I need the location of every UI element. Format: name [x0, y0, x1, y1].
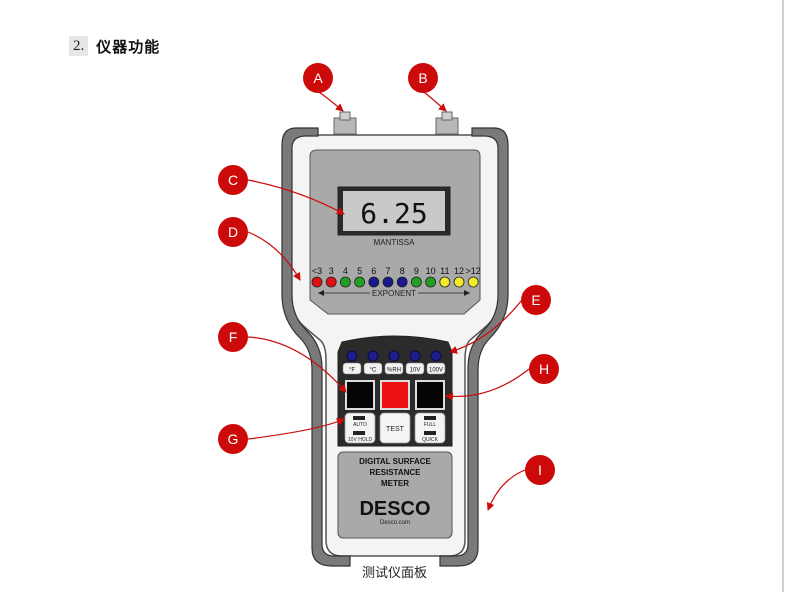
mode-led-3 [409, 350, 421, 362]
right-button[interactable] [415, 380, 445, 410]
mode-label-box-0 [342, 362, 362, 375]
section-heading: 2. 仪器功能 [69, 36, 160, 56]
callout-letter-i: I [538, 462, 542, 478]
callout-c [218, 165, 248, 195]
mode-label-box-4 [426, 362, 446, 375]
exponent-label-10: 12 [454, 266, 464, 276]
exponent-led-10 [453, 276, 465, 288]
mode-led-0 [346, 350, 358, 362]
exponent-label: EXPONENT [372, 289, 416, 298]
brand-url: Desco.com [380, 520, 410, 526]
exponent-led-9 [439, 276, 451, 288]
exponent-led-0 [311, 276, 323, 288]
mode-label-3: 10V [410, 368, 421, 374]
right-mode-label-box [414, 412, 446, 444]
exponent-led-2 [339, 276, 351, 288]
left-button[interactable] [345, 380, 375, 410]
callout-d [218, 217, 248, 247]
mode-led-1 [367, 350, 379, 362]
left-bumper [281, 127, 351, 567]
callout-b [408, 63, 438, 93]
exponent-led-5 [382, 276, 394, 288]
exponent-led-8 [425, 276, 437, 288]
nameplate [337, 451, 453, 539]
auto-label: AUTO [353, 422, 367, 428]
mode-indicators: °F °C %RH 10V 100V [342, 350, 446, 375]
right-bumper [439, 127, 509, 567]
exponent-label-2: 4 [343, 266, 348, 276]
mode-label-2: %RH [387, 368, 401, 374]
mode-led-4 [430, 350, 442, 362]
exponent-led-4 [368, 276, 380, 288]
section-number: 2. [69, 36, 89, 56]
test-label-box [379, 412, 411, 444]
exponent-label-7: 9 [414, 266, 419, 276]
callout-h [529, 354, 559, 384]
exponent-led-11 [467, 276, 479, 288]
callout-a [303, 63, 333, 93]
hold-label: 10V HOLD [348, 437, 373, 443]
exponent-label-5: 7 [385, 266, 390, 276]
nameplate-line1: DIGITAL SURFACE [359, 457, 431, 466]
quick-label: QUICK [422, 437, 439, 443]
mode-label-box-3 [405, 362, 425, 375]
callout-letter-g: G [228, 431, 239, 447]
mode-label-4: 100V [429, 368, 443, 374]
lcd-value: 6.25 [360, 197, 427, 230]
callout-i [525, 455, 555, 485]
callout-letter-e: E [531, 292, 540, 308]
section-title: 仪器功能 [96, 37, 161, 56]
exponent-label-4: 6 [371, 266, 376, 276]
callout-e [521, 285, 551, 315]
mode-label-box-2 [384, 362, 404, 375]
mode-label-box-1 [363, 362, 383, 375]
brand-logo: DESCO [359, 498, 430, 520]
callout-letter-a: A [313, 70, 323, 86]
nameplate-line2: RESISTANCE [370, 468, 422, 477]
lcd-screen [343, 191, 445, 231]
left-mode-label-box [344, 412, 376, 444]
exponent-label-8: 10 [426, 266, 436, 276]
exponent-label-11: >12 [466, 266, 481, 276]
exponent-label-1: 3 [329, 266, 334, 276]
callout-letter-c: C [228, 172, 238, 188]
figure-caption: 测试仪面板 [361, 566, 427, 581]
exponent-led-7 [410, 276, 422, 288]
mantissa-label: MANTISSA [374, 238, 416, 247]
callout-g [218, 424, 248, 454]
callout-letter-h: H [539, 361, 549, 377]
callout-letter-d: D [228, 224, 238, 240]
test-label: TEST [386, 426, 405, 433]
exponent-label-3: 5 [357, 266, 362, 276]
exponent-led-3 [354, 276, 366, 288]
callout-letter-f: F [229, 329, 238, 345]
mode-led-2 [388, 350, 400, 362]
mode-label-0: °F [349, 368, 355, 374]
exponent-label-9: 11 [440, 266, 449, 276]
nameplate-line3: METER [381, 479, 409, 488]
exponent-led-1 [325, 276, 337, 288]
callout-letter-b: B [418, 70, 427, 86]
test-button-red[interactable] [380, 380, 410, 410]
callout-badges: A B C D E F G H I [218, 63, 559, 485]
exponent-label-6: 8 [400, 266, 405, 276]
exponent-led-6 [396, 276, 408, 288]
full-label: FULL [424, 422, 436, 428]
mode-label-1: °C [370, 368, 377, 374]
callout-f [218, 322, 248, 352]
exponent-label-0: <3 [312, 266, 322, 276]
callout-leaders [247, 91, 530, 511]
